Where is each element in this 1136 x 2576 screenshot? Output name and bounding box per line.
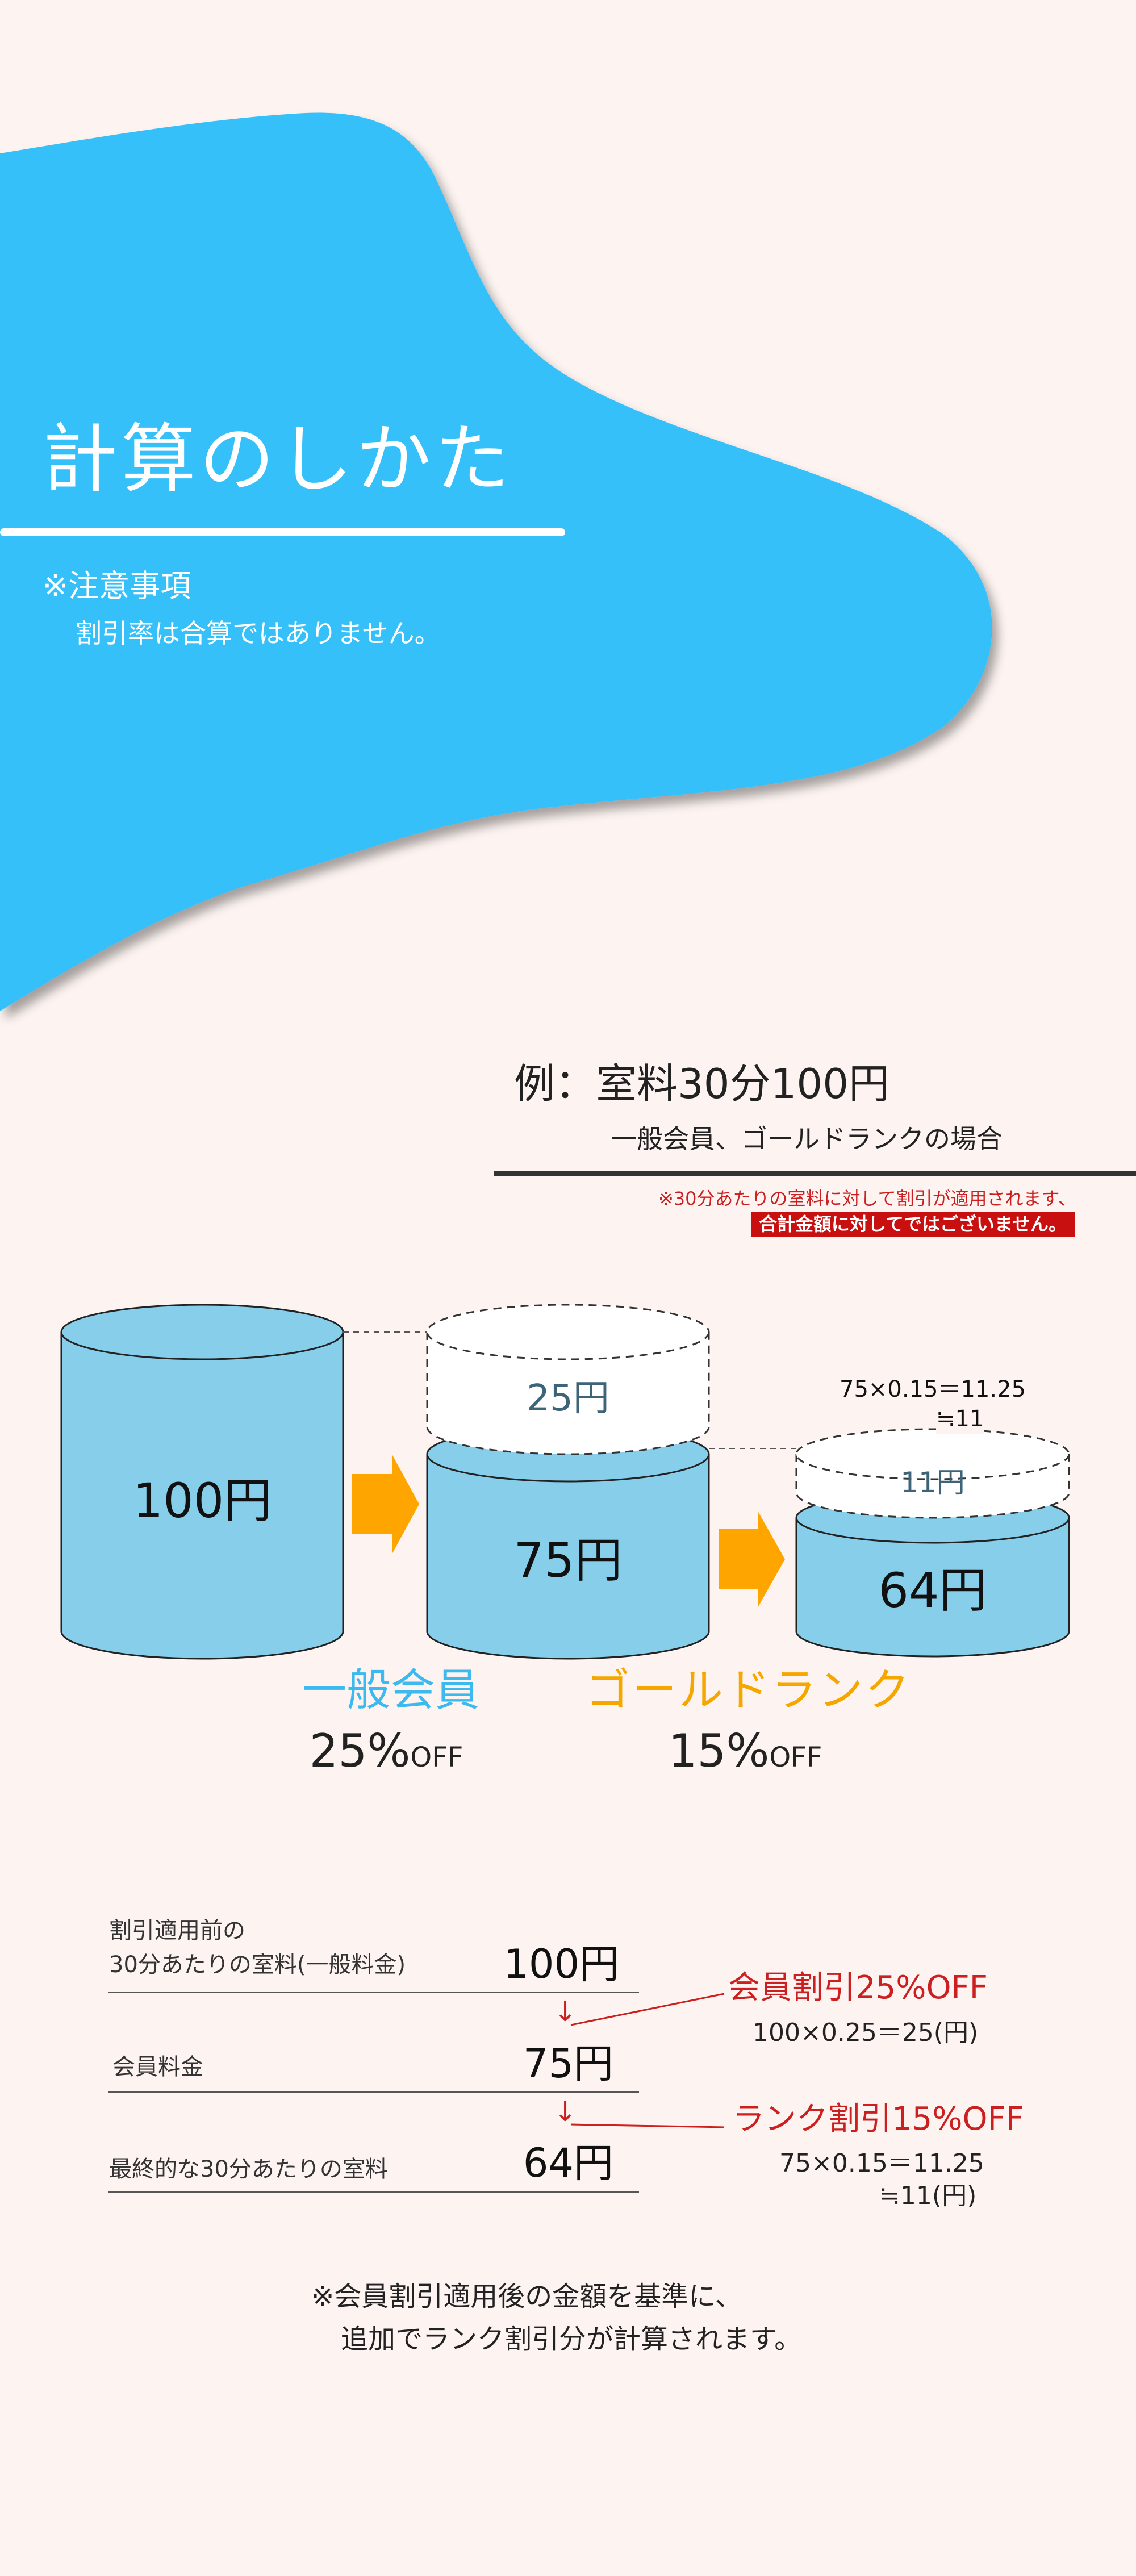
cylinder-member-body [426,1454,710,1660]
member-discount-title: 会員割引25%OFF [728,1969,988,2006]
pointer-line-rank [570,2123,725,2128]
caution-highlight: 合計金額に対してではございません。 [750,1212,1075,1237]
page-title: 計算のしかた [43,416,513,503]
member-off-text: OFF [410,1742,463,1773]
cylinder-rank-value: 64円 [878,1563,987,1618]
pointer-line-member [570,1993,725,2026]
cylinder-base-value: 100円 [132,1473,272,1529]
row1-label-line1: 割引適用前の [109,1918,245,1944]
arrow-right-icon [719,1511,785,1608]
row-rule [108,2191,639,2193]
example-title: 例：室料30分100円 [514,1060,890,1108]
row-rule [108,1992,639,1993]
cut-member-top [426,1304,710,1360]
rank-percent: 15%OFF [669,1724,822,1778]
bottom-note-line2: 追加でランク割引分が計算されます。 [341,2323,802,2355]
row3-value: 64円 [523,2140,613,2186]
rank-discount-formula-line1: 75×0.15＝11.25 [779,2149,984,2178]
member-discount-formula: 100×0.25＝25(円) [753,2018,979,2047]
member-percent: 25%OFF [310,1724,463,1778]
note-heading: ※注意事項 [43,568,191,604]
row2-label: 会員料金 [112,2054,203,2080]
row1-label-line2: 30分あたりの室料(一般料金) [109,1952,406,1978]
cylinder-base-body [60,1332,344,1660]
rank-percent-value: 15% [668,1725,770,1777]
arrow-right-icon [352,1454,419,1554]
rank-formula-line1: 75×0.15＝11.25 [840,1375,1026,1404]
row1-value: 100円 [503,1941,619,1988]
member-percent-value: 25% [309,1725,411,1777]
member-label: 一般会員 [302,1665,480,1716]
example-subtitle: 一般会員、ゴールドランクの場合 [611,1124,1003,1154]
cylinder-base-top [60,1304,344,1360]
down-arrow-icon: ↓ [554,2096,577,2128]
hero-blob-shape [0,112,992,1011]
caution-text: ※30分あたりの室料に対して割引が適用されます、 [658,1188,1076,1209]
cut-member-body [426,1332,710,1455]
cylinder-rank-body [795,1518,1070,1658]
row-rule [108,2091,639,2093]
cut-member-value: 25円 [527,1377,609,1419]
rank-discount-title: ランク割引15%OFF [733,2101,1024,2137]
down-arrow-icon: ↓ [554,1996,577,2028]
title-underline [0,528,565,536]
row2-value: 75円 [523,2040,613,2087]
example-divider [494,1171,1136,1176]
cylinder-member-value: 75円 [513,1533,623,1588]
row3-label: 最終的な30分あたりの室料 [109,2156,388,2182]
bottom-note-line1: ※会員割引適用後の金額を基準に、 [311,2281,742,2312]
note-text: 割引率は合算ではありません。 [76,618,441,649]
cut-rank-top [795,1428,1070,1480]
rank-label: ゴールドランク [585,1665,912,1716]
cut-rank-value: 11円 [900,1466,965,1499]
rank-off-text: OFF [769,1742,822,1773]
rank-formula-line2: ≒11 [936,1404,984,1434]
rank-discount-formula-line2: ≒11(円) [879,2181,977,2210]
